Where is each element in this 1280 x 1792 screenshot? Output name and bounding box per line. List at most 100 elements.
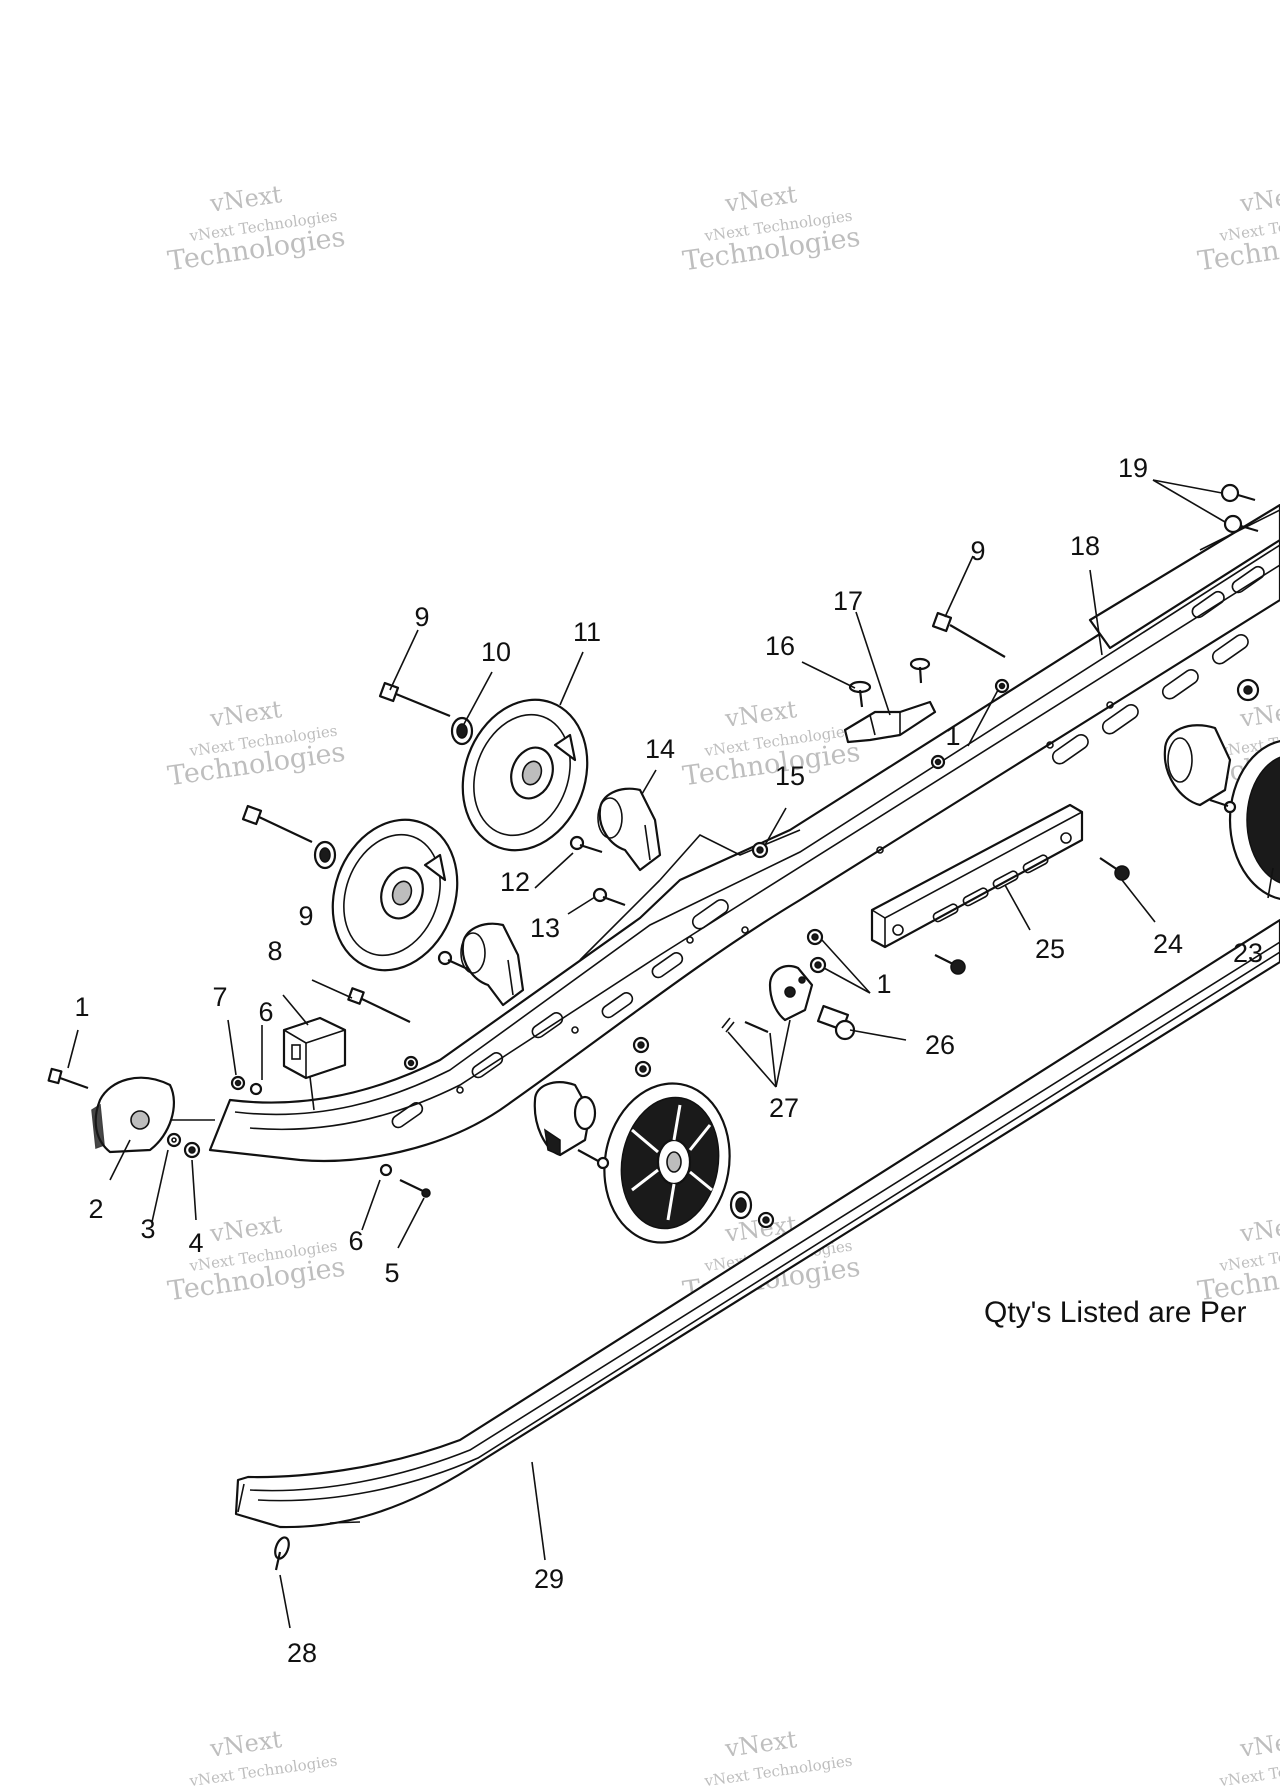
callout-1: 1 [945, 721, 960, 751]
watermark-line1: vNext [722, 695, 798, 733]
watermark-line1: vNext [207, 1725, 283, 1763]
watermark: vNext vNext Technologies Technologies [681, 695, 862, 792]
idler-wheel-lower [331, 818, 459, 972]
watermark: vNext vNext Technologies Technologies [166, 180, 347, 277]
spacer-washer [450, 716, 474, 746]
nut [632, 1036, 650, 1054]
callout-11: 11 [573, 617, 601, 647]
watermark-line1: vNext [1237, 1725, 1280, 1763]
callout-23: 23 [1233, 938, 1263, 968]
bolt [577, 1149, 610, 1170]
idler-bracket-lower [460, 922, 525, 1007]
axle-bolt [931, 611, 1006, 658]
axle-bolt [241, 804, 313, 843]
washer [249, 1082, 263, 1096]
rivet [848, 680, 872, 708]
rivet [909, 657, 931, 684]
watermark-line1: vNext [1237, 180, 1280, 218]
callout-10: 10 [481, 637, 511, 667]
watermark-line1: vNext [207, 695, 283, 733]
watermark: vNext vNext Technologies [1217, 1725, 1280, 1790]
nut [930, 754, 946, 770]
rail-holes [456, 701, 1114, 1094]
callout-27: 27 [769, 1093, 799, 1123]
wheel-bracket-lower [533, 1081, 597, 1157]
watermark-line2: vNext Technologies [702, 1752, 853, 1791]
callout-1: 1 [74, 992, 89, 1022]
bolt [1223, 514, 1259, 534]
callout-3: 3 [140, 1214, 155, 1244]
bogie-wheel-lower [603, 1082, 731, 1244]
callout-19: 19 [1118, 453, 1148, 483]
callout-28: 28 [287, 1638, 317, 1668]
bolt [1099, 857, 1130, 881]
watermark-line1: vNext [207, 180, 283, 218]
torque-arm-mount [768, 964, 814, 1022]
watermark-line1: vNext [722, 1725, 798, 1763]
watermark: vNext vNext Technologies Technologies [681, 180, 862, 277]
pin [816, 1004, 856, 1041]
callout-4: 4 [188, 1228, 203, 1258]
cotter-pin [721, 1017, 769, 1034]
callout-25: 25 [1035, 934, 1065, 964]
watermark: vNext vNext Technologies Technologies [166, 695, 347, 792]
wheel-bracket-right [1163, 724, 1232, 807]
watermark-line1: vNext [207, 1210, 283, 1248]
callout-26: 26 [925, 1030, 955, 1060]
quantity-note: Qty's Listed are Per [984, 1296, 1247, 1329]
watermark: vNext vNext Technologies [702, 1725, 853, 1791]
pin [399, 1179, 431, 1198]
nose-block [91, 1076, 175, 1154]
nut [1236, 678, 1260, 702]
callout-2: 2 [88, 1194, 103, 1224]
rail-upper-frame [1088, 503, 1280, 650]
bolt [934, 954, 966, 975]
callout-5: 5 [384, 1258, 399, 1288]
bolt [1209, 798, 1237, 814]
callout-24: 24 [1153, 929, 1183, 959]
callout-labels: 1 2 3 4 5 6 6 7 8 9 9 9 10 11 12 13 14 1… [74, 453, 1263, 1668]
slider-bar [870, 803, 1084, 949]
nut [809, 956, 827, 974]
callout-1: 1 [876, 969, 891, 999]
idler-bracket-upper [597, 787, 662, 872]
nut [230, 1075, 246, 1091]
watermark-line1: vNext [1237, 695, 1280, 733]
nut [403, 1055, 419, 1071]
washer [379, 1163, 393, 1177]
callout-17: 17 [833, 586, 863, 616]
nut [634, 1060, 652, 1078]
leader-lines [67, 479, 1274, 1629]
callout-6: 6 [348, 1226, 363, 1256]
nut [757, 1211, 775, 1229]
nut [751, 841, 769, 859]
bogie-wheel-right [1228, 740, 1280, 900]
spacer-washer [313, 840, 337, 870]
bolt [1220, 483, 1256, 503]
bolt [592, 887, 626, 907]
callout-16: 16 [765, 631, 795, 661]
rivet [274, 1536, 290, 1571]
slide-rail [234, 918, 1280, 1529]
callout-9: 9 [970, 536, 985, 566]
idler-wheel-upper [461, 698, 589, 852]
spacer-washer [729, 1190, 753, 1220]
watermark: vNext vNext Technologies Technologies [1196, 1210, 1280, 1307]
callout-29: 29 [534, 1564, 564, 1594]
bolt [569, 835, 603, 854]
callout-15: 15 [775, 761, 805, 791]
spacer-block [282, 1016, 347, 1080]
suspension-rail [208, 518, 1280, 1163]
watermark-line2: vNext Technologies [187, 1752, 338, 1791]
watermark: vNext vNext Technologies [187, 1725, 338, 1791]
callout-9: 9 [298, 901, 313, 931]
nut [806, 928, 824, 946]
callout-18: 18 [1070, 531, 1100, 561]
callout-14: 14 [645, 734, 675, 764]
bolt [437, 950, 471, 972]
callout-6: 6 [258, 997, 273, 1027]
callout-13: 13 [530, 913, 560, 943]
axle-bolt [347, 987, 411, 1023]
callout-12: 12 [500, 867, 530, 897]
